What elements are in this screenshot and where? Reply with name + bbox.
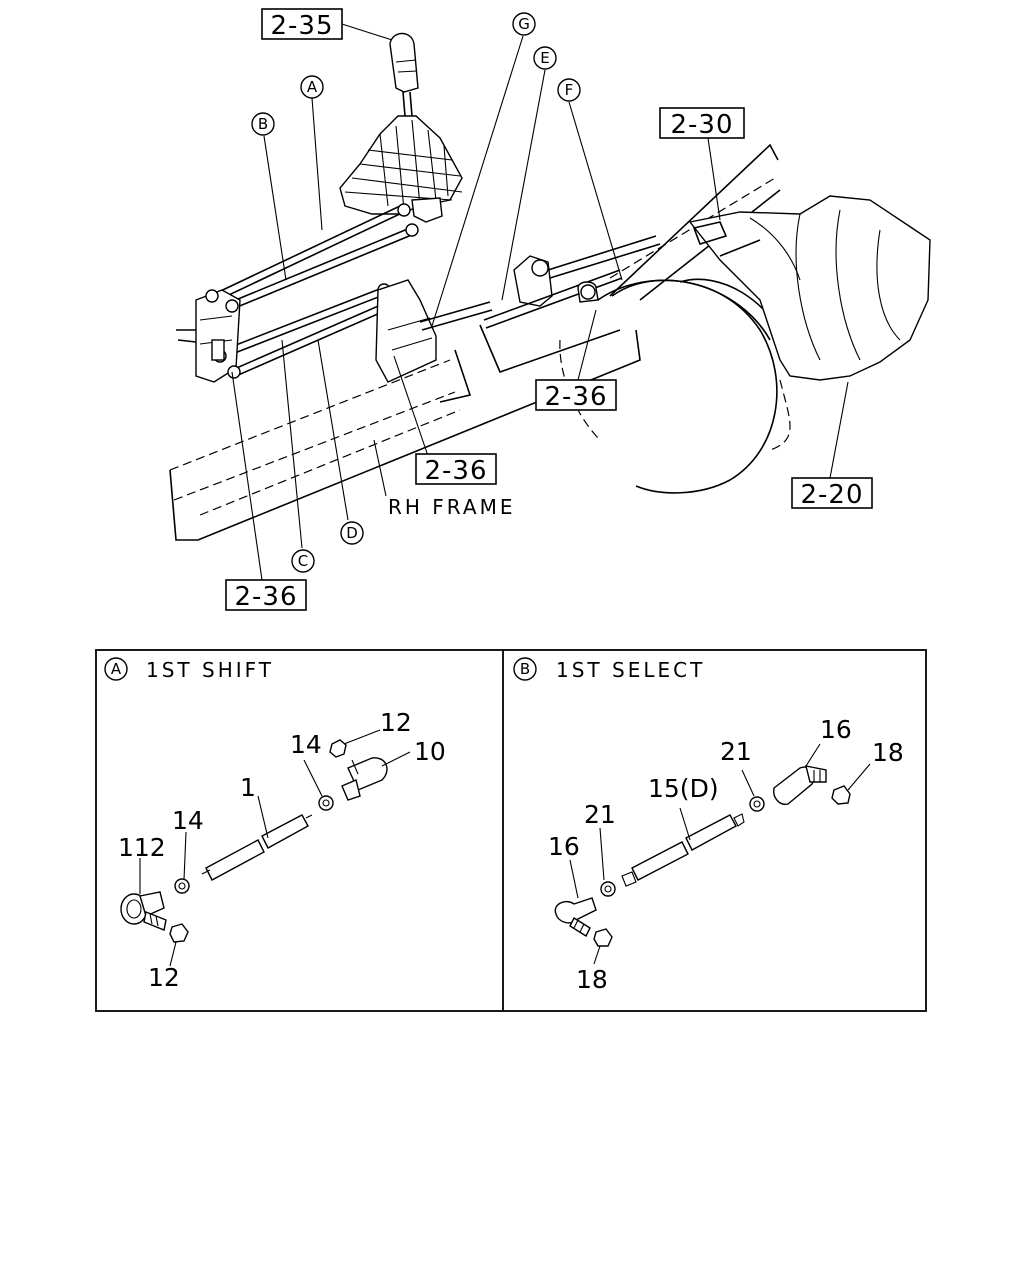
ref-label: 2-20 — [800, 480, 863, 510]
svg-text:A: A — [307, 78, 318, 96]
part-21-left: 21 — [584, 800, 616, 829]
part-15d: 15(D) — [648, 774, 719, 803]
shift-lever — [339, 32, 463, 223]
svg-text:C: C — [298, 552, 308, 570]
detail-b-title: 1ST SELECT — [556, 658, 705, 682]
part-16-right: 16 — [820, 715, 852, 744]
ref-label: 2-36 — [234, 582, 297, 612]
frame-label: RH FRAME — [388, 495, 515, 519]
svg-text:D: D — [346, 524, 358, 542]
ref-box-2-36-center: 2-36 — [415, 453, 497, 486]
detail-b-badge: B — [520, 660, 530, 678]
callout-d: D — [340, 521, 364, 545]
callout-b: B — [251, 112, 275, 136]
part-21-top: 21 — [720, 737, 752, 766]
svg-text:G: G — [518, 15, 530, 33]
part-18-right: 18 — [872, 738, 904, 767]
detail-a-title: 1ST SHIFT — [146, 658, 274, 682]
bellcrank-bracket — [176, 289, 241, 383]
detail-b-part-labels: 16 21 18 15(D) 21 16 18 — [548, 715, 904, 994]
svg-text:E: E — [540, 49, 549, 67]
detail-a-badge: A — [111, 660, 122, 678]
callout-a: A — [300, 75, 324, 99]
part-112: 112 — [118, 833, 166, 862]
detail-b-header: B 1ST SELECT — [513, 657, 705, 682]
rh-frame-rail — [169, 143, 781, 541]
detail-panels — [95, 649, 927, 1012]
detail-a-parts — [120, 729, 411, 967]
part-12-top: 12 — [380, 708, 412, 737]
ref-box-2-35: 2-35 — [261, 8, 343, 41]
part-12-bottom: 12 — [148, 963, 180, 992]
ref-box-2-30: 2-30 — [659, 107, 745, 140]
part-1: 1 — [240, 773, 256, 802]
part-10: 10 — [414, 737, 446, 766]
ref-label: 2-35 — [270, 11, 333, 41]
detail-a-header: A 1ST SHIFT — [104, 657, 274, 682]
callout-e: E — [533, 46, 557, 70]
detail-a-part-labels: 12 14 10 1 14 112 12 — [118, 708, 446, 992]
leader-lines — [231, 23, 849, 581]
ref-box-2-20: 2-20 — [791, 477, 873, 510]
ref-label: 2-36 — [424, 456, 487, 486]
svg-text:F: F — [565, 81, 574, 99]
transmission-body — [688, 195, 931, 451]
part-16-left: 16 — [548, 832, 580, 861]
part-14-top: 14 — [290, 730, 322, 759]
part-14-left: 14 — [172, 806, 204, 835]
callout-c: C — [291, 549, 315, 573]
svg-text:B: B — [258, 115, 268, 133]
ref-box-2-36-left: 2-36 — [225, 579, 307, 612]
cable-bracket-right — [483, 235, 661, 329]
callout-f: F — [557, 78, 581, 102]
ref-label: 2-36 — [544, 382, 607, 412]
part-18-bottom: 18 — [576, 965, 608, 994]
detail-b-parts — [554, 743, 871, 965]
rod-support-bracket — [375, 279, 493, 383]
assembly-illustration — [169, 23, 931, 581]
ref-label: 2-30 — [670, 110, 733, 140]
ref-box-2-36-right: 2-36 — [535, 379, 617, 412]
callout-g: G — [512, 12, 536, 36]
